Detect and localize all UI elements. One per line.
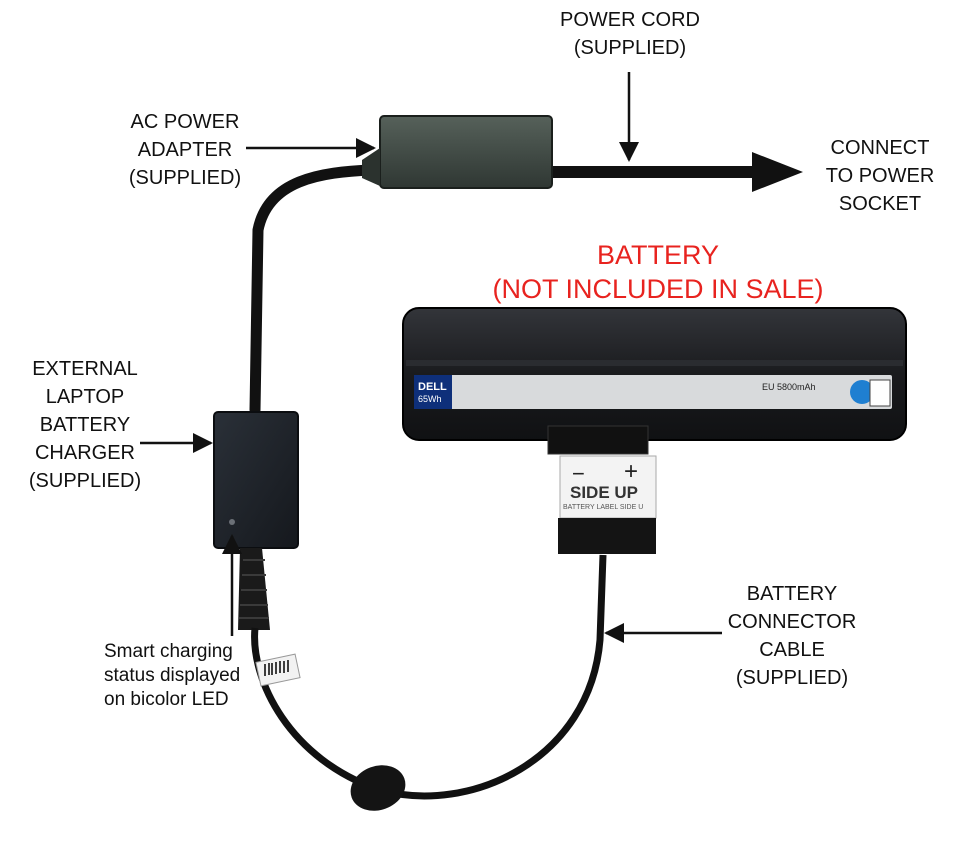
charger-line-1: EXTERNAL [32, 358, 138, 380]
led-note-line-3: on bicolor LED [104, 689, 229, 710]
connector-minus-sign: − [572, 461, 585, 486]
label-power-cord: POWER CORD (SUPPLIED) [550, 6, 710, 62]
ac-adapter-line-1: AC POWER [130, 111, 240, 133]
led-note-line-1: Smart charging [104, 641, 233, 662]
connector-side-up-text: SIDE UP [570, 483, 639, 502]
connector-cable-line-4: (SUPPLIED) [735, 667, 849, 689]
battery-connector-plug [558, 455, 657, 554]
label-external-charger: EXTERNAL LAPTOP BATTERY CHARGER (SUPPLIE… [18, 355, 152, 495]
battery-line-1: BATTERY [596, 240, 720, 270]
charger-line-4: CHARGER [34, 442, 135, 464]
battery-rating-label: EU 5800mAh [762, 382, 816, 392]
charger-strain-relief [238, 548, 270, 630]
charger-line-2: LAPTOP [45, 386, 125, 408]
bicolor-led [229, 519, 235, 525]
charger-line-3: BATTERY [39, 414, 131, 436]
connector-cable [251, 554, 607, 800]
cable-barcode-sticker [255, 653, 301, 687]
ferrite-core [350, 765, 406, 811]
socket-arrow [752, 152, 803, 192]
ac-adapter-line-3: (SUPPLIED) [128, 167, 242, 189]
connector-subtext: BATTERY LABEL SIDE U [563, 504, 644, 511]
connect-line-1: CONNECT [830, 137, 930, 159]
label-battery: BATTERY (NOT INCLUDED IN SALE) [488, 238, 828, 306]
battery-line-2: (NOT INCLUDED IN SALE) [492, 274, 824, 304]
connector-cable-line-3: CABLE [759, 639, 825, 661]
label-led-note: Smart charging status displayed on bicol… [104, 640, 254, 712]
connector-plus-sign: + [624, 458, 639, 485]
charger-line-5: (SUPPLIED) [28, 470, 142, 492]
connect-line-3: SOCKET [838, 193, 922, 215]
ac-adapter-line-2: ADAPTER [137, 139, 233, 161]
battery-brand-label: DELL [418, 381, 447, 393]
power-cord-line-2: (SUPPLIED) [573, 37, 687, 59]
connect-line-2: TO POWER [825, 165, 935, 187]
laptop-battery [402, 307, 907, 455]
label-connect-socket: CONNECT TO POWER SOCKET [815, 134, 945, 218]
connector-cable-line-2: CONNECTOR [727, 611, 857, 633]
external-charger [213, 411, 299, 549]
led-note-line-2: status displayed [104, 665, 241, 686]
dc-cable [249, 164, 378, 416]
label-connector-cable: BATTERY CONNECTOR CABLE (SUPPLIED) [718, 580, 866, 692]
ac-power-adapter [362, 115, 553, 189]
label-ac-adapter: AC POWER ADAPTER (SUPPLIED) [112, 108, 258, 192]
battery-capacity-label: 65Wh [418, 394, 442, 404]
power-cord-line-1: POWER CORD [560, 9, 700, 31]
connector-cable-line-1: BATTERY [746, 583, 838, 605]
battery-label-strip [414, 375, 892, 409]
